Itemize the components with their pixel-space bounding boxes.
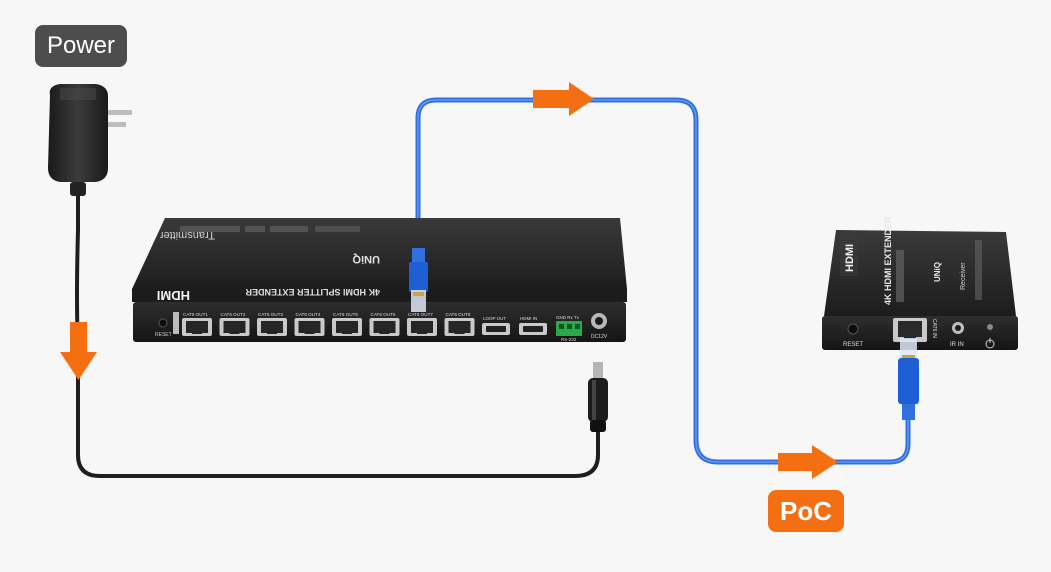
- power-cable: [75, 194, 600, 478]
- svg-text:IR IN: IR IN: [950, 342, 964, 348]
- cat6-out-port-8[interactable]: CAT6 OUT8: [444, 312, 475, 336]
- poc-label: PoC: [768, 490, 844, 532]
- cat6-out-label: CAT6 OUT8: [446, 312, 471, 317]
- cat6-out-label: CAT6 OUT4: [296, 312, 321, 317]
- reset-button[interactable]: [158, 318, 168, 328]
- hdmi-in-port[interactable]: HDMI IN: [519, 316, 547, 335]
- receiver-model: 4K HDMI EXTENDER: [883, 216, 893, 305]
- right-arrow-icon: [533, 82, 594, 116]
- cat6-out-port-3[interactable]: CAT6 OUT3: [257, 312, 287, 336]
- svg-text:DC12V: DC12V: [591, 334, 608, 340]
- transmitter-logo: UNiQ: [352, 253, 380, 265]
- power-label: Power: [35, 25, 127, 67]
- rj45-connector-icon: [409, 248, 428, 312]
- svg-text:HDMI IN: HDMI IN: [520, 316, 537, 321]
- rj45-connector-icon: [898, 338, 919, 420]
- cat6-in-label: CAT6 IN: [931, 319, 937, 338]
- cat6-out-label: CAT6 OUT1: [183, 312, 208, 317]
- cat6-out-port-1[interactable]: CAT6 OUT1: [182, 312, 212, 336]
- power-adapter-icon: [48, 84, 132, 196]
- cat6-out-port-4[interactable]: CAT6 OUT4: [294, 312, 325, 336]
- cat6-out-label: CAT6 OUT5: [333, 312, 358, 317]
- cat6-out-port-2[interactable]: CAT6 OUT2: [219, 312, 250, 336]
- transmitter-model: 4K HDMI SPLITTER EXTENDER: [245, 287, 380, 297]
- svg-text:LOOP OUT: LOOP OUT: [483, 316, 506, 321]
- receiver-subtitle: Receiver: [960, 262, 967, 290]
- right-arrow-icon: [778, 445, 838, 479]
- receiver-unit: HDMI 4K HDMI EXTENDER UNiQ Receiver RESE…: [822, 216, 1018, 350]
- cat6-out-label: CAT6 OUT2: [221, 312, 246, 317]
- svg-text:RS-232: RS-232: [561, 337, 577, 342]
- cat6-out-port-7[interactable]: CAT6 OUT7: [407, 312, 437, 336]
- svg-text:GND Rx Tx: GND Rx Tx: [556, 315, 580, 320]
- down-arrow-icon: [60, 322, 97, 380]
- receiver-logo: UNiQ: [933, 262, 942, 282]
- transmitter-subtitle: Transmitter: [159, 229, 215, 241]
- ir-in-port[interactable]: IR IN: [950, 322, 964, 348]
- cat6-output-ports: CAT6 OUT1 CAT6 OUT2 CAT6 OUT3 CAT6 OUT4 CAT6…: [182, 312, 475, 336]
- rs232-terminal[interactable]: GND Rx Tx RS-232: [556, 315, 582, 342]
- dc-plug-icon: [588, 362, 608, 432]
- reset-label: RESET: [155, 332, 172, 338]
- svg-text:RESET: RESET: [843, 342, 863, 348]
- cat6-out-label: CAT6 OUT7: [408, 312, 433, 317]
- dc12v-jack[interactable]: DC12V: [591, 313, 608, 340]
- cat6-out-port-6[interactable]: CAT6 OUT6: [369, 312, 400, 336]
- cat6-in-port[interactable]: [893, 318, 927, 342]
- loop-out-port[interactable]: LOOP OUT: [482, 316, 510, 335]
- cat6-out-label: CAT6 OUT3: [258, 312, 283, 317]
- transmitter-brand: HDMI: [157, 288, 190, 303]
- transmitter-unit: Transmitter UNiQ 4K HDMI SPLITTER EXTEND…: [132, 218, 627, 342]
- receiver-brand: HDMI: [844, 244, 856, 272]
- power-led-icon: [985, 324, 995, 349]
- cat6-out-port-5[interactable]: CAT6 OUT5: [332, 312, 362, 336]
- cat6-out-label: CAT6 OUT6: [371, 312, 396, 317]
- receiver-reset-button[interactable]: [847, 323, 859, 335]
